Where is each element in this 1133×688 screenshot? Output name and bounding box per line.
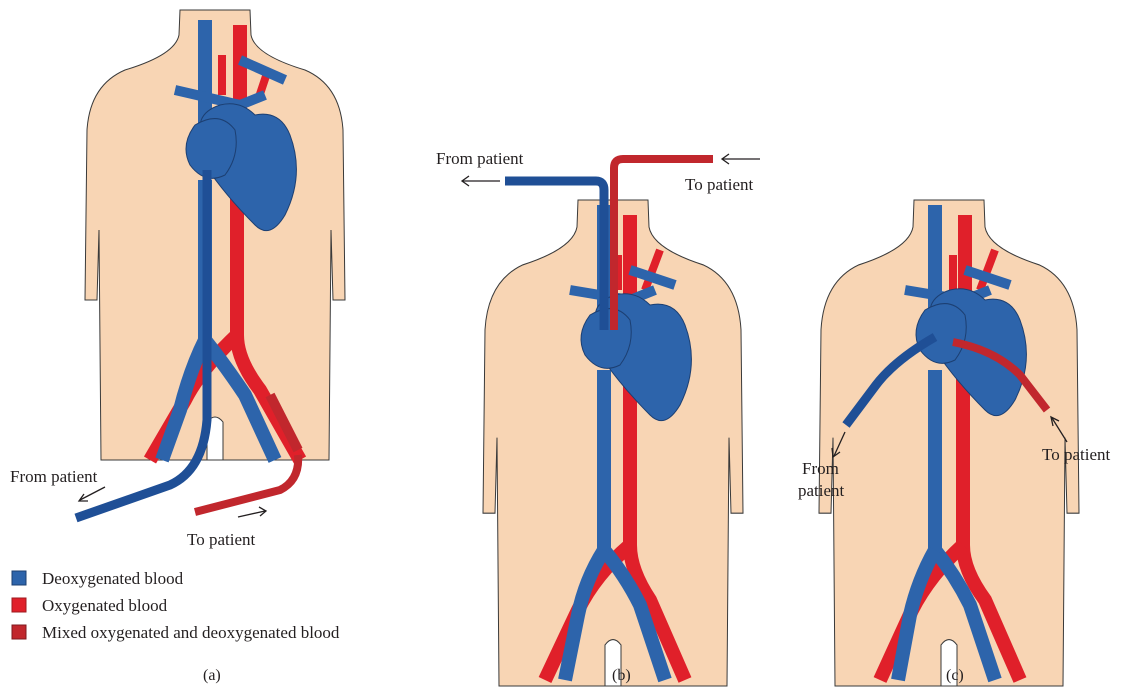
label-to-patient-c: To patient bbox=[1042, 445, 1110, 464]
legend: Deoxygenated blood Oxygenated blood Mixe… bbox=[12, 569, 340, 642]
label-from-c-line2: patient bbox=[798, 481, 845, 500]
caption-a: (a) bbox=[203, 667, 221, 684]
return-cannula-a bbox=[195, 455, 298, 512]
caption-c: (c) bbox=[946, 667, 964, 684]
arrow-from-patient-a bbox=[79, 487, 105, 501]
legend-swatch-mixed bbox=[12, 625, 26, 639]
label-to-patient-a: To patient bbox=[187, 530, 255, 549]
label-from-patient-a: From patient bbox=[10, 467, 98, 486]
label-from-patient-b: From patient bbox=[436, 149, 524, 168]
legend-label-deoxygenated: Deoxygenated blood bbox=[42, 569, 184, 588]
legend-swatch-oxygenated bbox=[12, 598, 26, 612]
caption-b: (b) bbox=[612, 667, 631, 684]
torso-a bbox=[85, 10, 345, 460]
legend-label-oxygenated: Oxygenated blood bbox=[42, 596, 168, 615]
arrow-from-patient-b bbox=[462, 176, 500, 186]
arrow-to-patient-a bbox=[238, 507, 266, 517]
label-from-c-line1: From bbox=[802, 459, 839, 478]
panel-c: From patient To patient (c) bbox=[798, 200, 1110, 686]
legend-swatch-deoxygenated bbox=[12, 571, 26, 585]
label-to-patient-b: To patient bbox=[685, 175, 753, 194]
legend-label-mixed: Mixed oxygenated and deoxygenated blood bbox=[42, 623, 340, 642]
panel-b: From patient To patient (b) bbox=[436, 149, 760, 686]
arrow-to-patient-b bbox=[722, 154, 760, 164]
